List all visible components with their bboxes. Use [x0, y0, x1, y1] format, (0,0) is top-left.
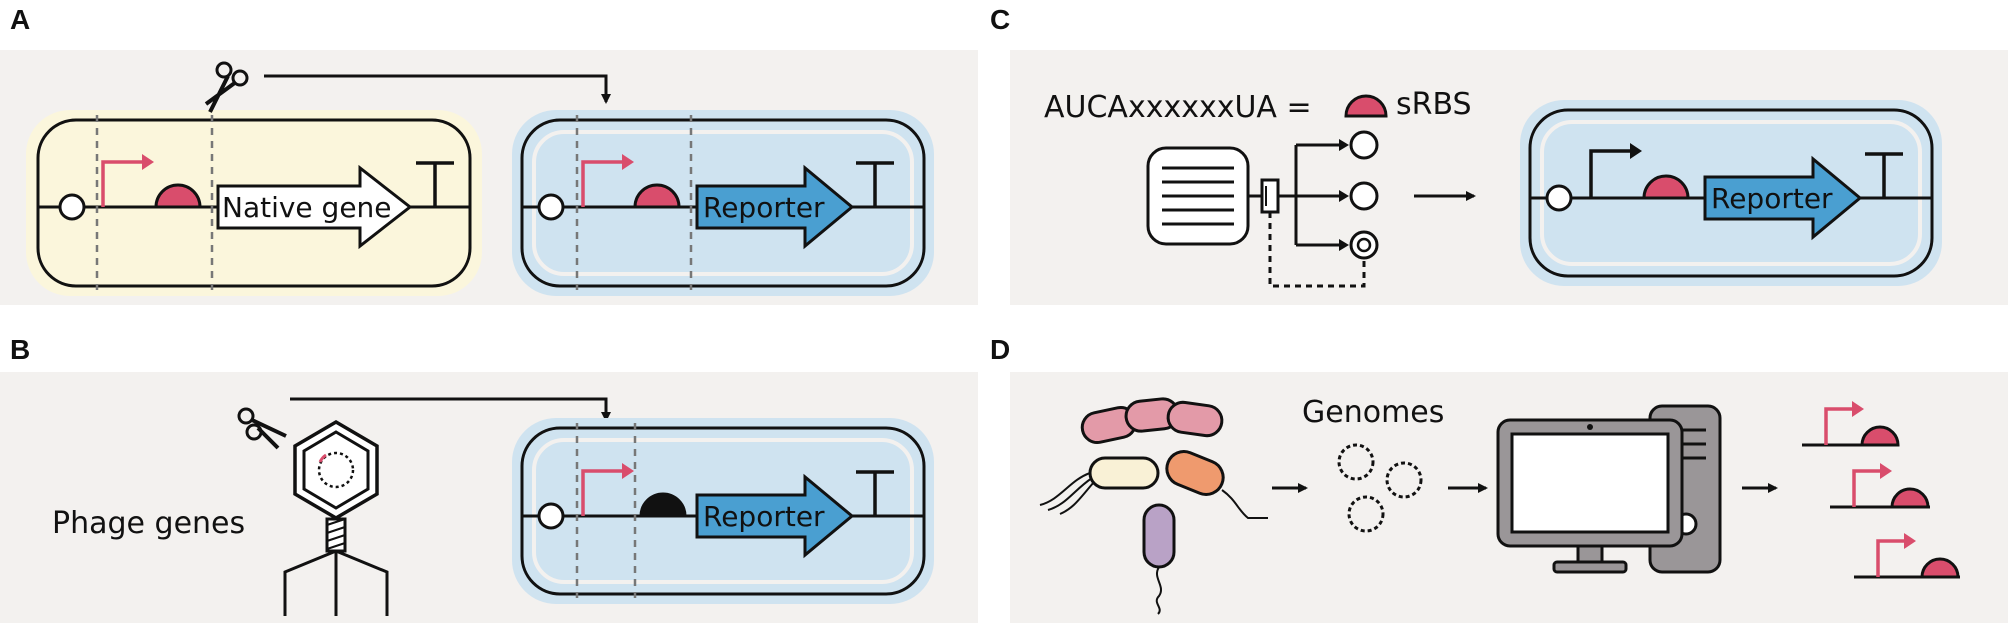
promoter-icon	[1589, 149, 1632, 198]
computer-icon	[1496, 418, 1684, 574]
promoter-icon	[101, 160, 144, 207]
selector-box	[1260, 178, 1280, 214]
transfer-arrow	[264, 74, 611, 104]
scissors-icon	[204, 61, 249, 113]
reporter-cell	[520, 118, 926, 288]
origin-icon	[537, 502, 565, 530]
reporter-label: Reporter	[703, 191, 825, 224]
candidate-circle	[1349, 181, 1379, 211]
terminator-icon	[416, 161, 454, 207]
terminator-icon	[856, 470, 894, 516]
rbs-icon	[639, 492, 687, 518]
panel-b: Phage genes Reporter	[52, 397, 934, 616]
panel-label-b: B	[10, 334, 31, 365]
candidate-circle-selected	[1349, 230, 1379, 260]
sequence-label: AUCAxxxxxxUA =	[1044, 90, 1312, 125]
origin-icon	[58, 193, 86, 221]
reporter-cell	[1528, 108, 1934, 278]
scissors-icon	[237, 407, 287, 450]
srbs-label: sRBS	[1396, 87, 1472, 122]
native-gene-arrow	[216, 164, 413, 250]
promoter-icon	[581, 160, 624, 207]
candidate-circle	[1349, 130, 1379, 160]
origin-icon	[537, 193, 565, 221]
reporter-label: Reporter	[1711, 182, 1833, 215]
native-gene-label: Native gene	[222, 191, 392, 224]
terminator-icon	[856, 161, 894, 207]
transfer-arrow	[290, 397, 611, 422]
origin-icon	[1545, 184, 1573, 212]
genome-icon	[1337, 443, 1423, 533]
reporter-arrow	[695, 473, 855, 559]
predicted-construct	[1854, 533, 1960, 579]
panel-d: Genomes	[1039, 395, 1960, 615]
rbs-icon	[1642, 174, 1690, 200]
predicted-construct	[1802, 401, 1900, 447]
rbs-icon	[633, 183, 681, 209]
panel-label-d: D	[990, 334, 1011, 365]
panel-c: AUCAxxxxxxUA = sRBS Reporter	[1044, 87, 1942, 288]
panel-label-a: A	[10, 4, 31, 35]
phage-genes-label: Phage genes	[52, 506, 245, 541]
reporter-cell	[520, 426, 926, 596]
reporter-arrow	[1703, 155, 1863, 241]
terminator-icon	[1865, 152, 1903, 198]
promoter-icon	[581, 469, 624, 516]
bacteria-icon	[1039, 397, 1268, 615]
reporter-arrow	[695, 164, 855, 250]
panel-label-c: C	[990, 4, 1011, 35]
predicted-construct	[1830, 463, 1930, 509]
rbs-icon	[1344, 94, 1388, 118]
rbs-icon	[154, 183, 202, 209]
native-cell	[36, 118, 472, 288]
reporter-label: Reporter	[703, 500, 825, 533]
genomes-label: Genomes	[1302, 395, 1444, 430]
phage-icon	[283, 419, 389, 616]
panel-a: Native gene Reporter	[26, 61, 934, 296]
